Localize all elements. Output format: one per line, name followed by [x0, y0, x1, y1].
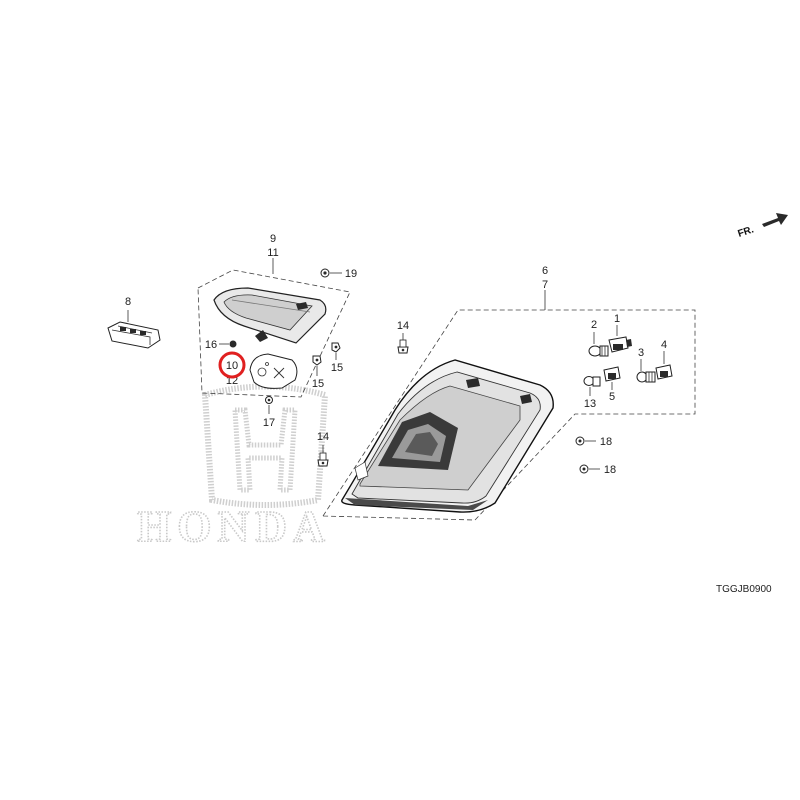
front-direction-indicator: FR. [737, 213, 788, 240]
callout-19: 19 [345, 268, 357, 280]
part-10-highlight-circle [218, 351, 246, 379]
callout-5: 5 [609, 391, 615, 403]
part-17-screw [265, 396, 273, 404]
front-arrow-icon [762, 213, 788, 227]
fr-label: FR. [737, 224, 756, 240]
honda-wordmark: HONDA [137, 502, 331, 551]
callout-18b: 18 [604, 464, 616, 476]
callout-13: 13 [584, 398, 596, 410]
part-9-inner-taillight [213, 287, 327, 344]
part-4-bulb-socket [655, 364, 673, 380]
callout-18a: 18 [600, 436, 612, 448]
part-2-bulb [588, 345, 609, 357]
callout-6: 6 [542, 265, 548, 277]
part-6-outer-taillight [341, 359, 554, 513]
part-14-bolt-upper [397, 339, 409, 354]
part-19-fastener [320, 268, 330, 278]
callout-9: 9 [270, 233, 276, 245]
part-3-bulb [636, 371, 656, 383]
part-16-grommet [229, 340, 237, 348]
callout-7: 7 [542, 279, 548, 291]
outer-lamp-group-outline [322, 309, 696, 521]
part-14-bolt-lower [317, 452, 329, 467]
callout-14b: 14 [317, 431, 329, 443]
callout-10: 10 [226, 360, 238, 372]
part-18-fastener-a [575, 436, 585, 446]
part-12-gasket [249, 353, 298, 389]
part-13-bulb [583, 376, 601, 387]
callout-4: 4 [661, 339, 667, 351]
callout-17: 17 [263, 417, 275, 429]
callout-8: 8 [125, 296, 131, 308]
part-15-nut-a [331, 342, 341, 353]
honda-logo-watermark [201, 383, 329, 508]
inner-lamp-group-outline [197, 269, 351, 398]
callout-3: 3 [638, 347, 644, 359]
callout-2: 2 [591, 319, 597, 331]
callout-15b: 15 [312, 378, 324, 390]
part-18-fastener-b [579, 464, 589, 474]
part-15-nut-b [312, 355, 322, 366]
callout-1: 1 [614, 313, 620, 325]
callout-11: 11 [267, 247, 278, 259]
diagram-code: TGGJB0900 [716, 584, 772, 595]
part-5-bulb-socket [603, 366, 621, 382]
callout-16: 16 [205, 339, 217, 351]
callout-15a: 15 [331, 362, 343, 374]
part-1-bulb-socket [608, 336, 632, 353]
part-8-connector [107, 321, 161, 349]
callout-14a: 14 [397, 320, 409, 332]
